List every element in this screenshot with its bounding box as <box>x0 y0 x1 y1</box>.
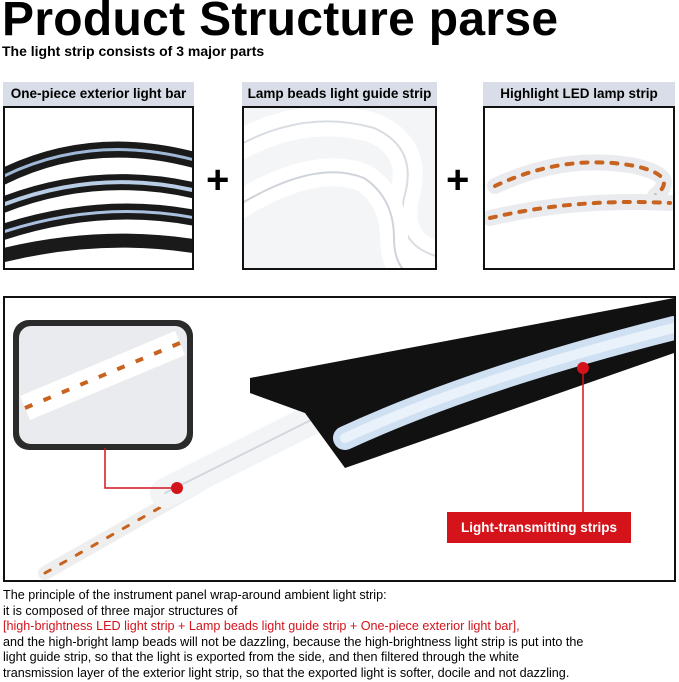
part-label-led-strip: Highlight LED lamp strip <box>483 82 675 106</box>
plus-sign-2: + <box>446 158 470 202</box>
cross-section-illustration <box>3 296 676 582</box>
description-line: The principle of the instrument panel wr… <box>3 588 387 602</box>
light-guide-strip-image <box>242 106 437 270</box>
description-highlight: [high-brightness LED light strip + Lamp … <box>3 619 520 634</box>
part-label-exterior-bar: One-piece exterior light bar <box>3 82 194 106</box>
description-line: light guide strip, so that the light is … <box>3 650 519 665</box>
description-line: transmission layer of the exterior light… <box>3 665 570 680</box>
callout-light-transmitting: Light-transmitting strips <box>447 512 631 543</box>
description-line: it is composed of three major structures… <box>3 603 238 618</box>
plus-sign-1: + <box>206 158 230 202</box>
page-title: Product Structure parse <box>2 0 559 46</box>
description-line: and the high-bright lamp beads will not … <box>3 634 584 649</box>
page-subtitle: The light strip consists of 3 major part… <box>2 43 265 59</box>
led-lamp-strip-image <box>483 106 675 270</box>
description: The principle of the instrument panel wr… <box>3 588 679 682</box>
exterior-light-bar-image <box>3 106 194 270</box>
part-label-light-guide: Lamp beads light guide strip <box>242 82 437 106</box>
